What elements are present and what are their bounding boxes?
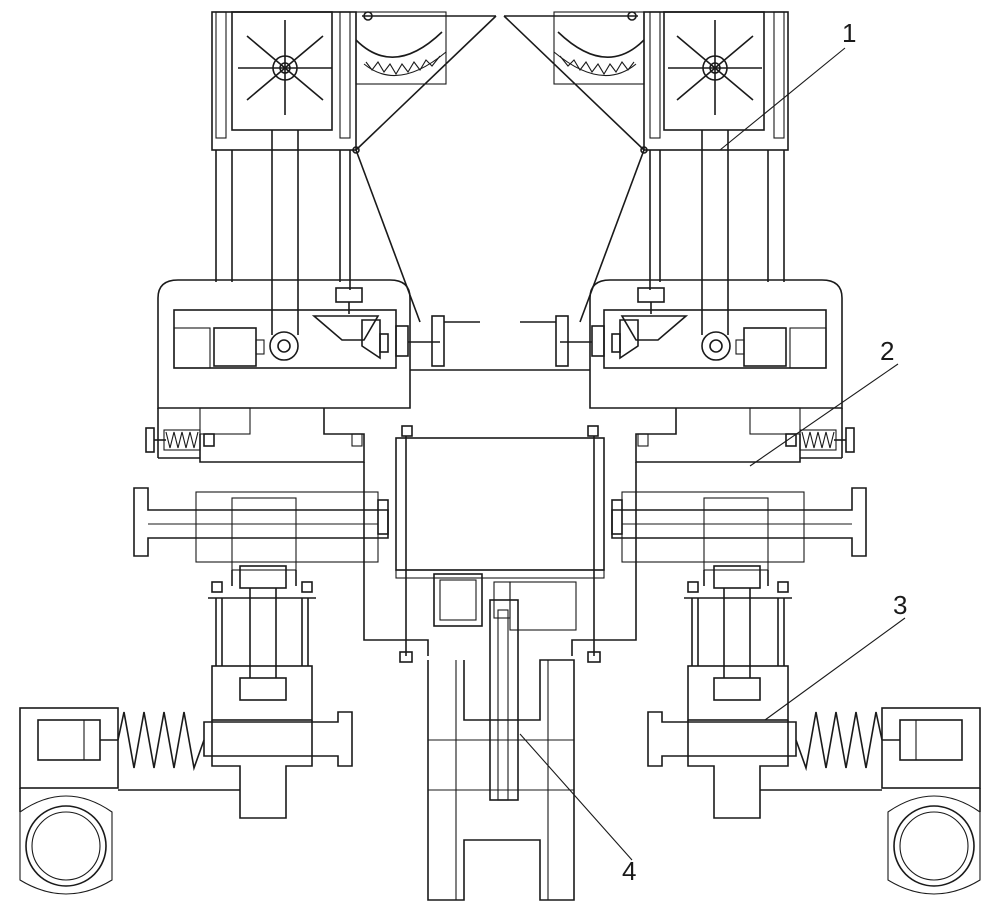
left-gearbox-housing bbox=[157, 279, 411, 409]
right-coupling bbox=[591, 325, 605, 357]
left-wheel bbox=[25, 805, 107, 887]
callouts: 1 2 3 4 bbox=[519, 18, 907, 886]
right-foot-assembly bbox=[647, 707, 981, 895]
callout-3-leader bbox=[764, 617, 906, 721]
right-clamp-spring bbox=[799, 429, 837, 451]
callout-1-leader bbox=[719, 47, 846, 151]
right-foot-spring bbox=[795, 711, 883, 772]
left-slide-rail bbox=[133, 487, 389, 586]
center-frame bbox=[363, 425, 637, 663]
center-leg bbox=[427, 599, 575, 901]
left-coupling bbox=[395, 325, 409, 357]
left-clamp-block bbox=[145, 407, 365, 463]
right-gearbox-housing bbox=[589, 279, 843, 409]
right-top-window bbox=[663, 11, 765, 131]
left-gearbox bbox=[157, 279, 590, 409]
left-bevel-gear bbox=[311, 315, 380, 341]
right-lower-cylinder bbox=[684, 565, 792, 721]
right-wheel bbox=[893, 805, 975, 887]
left-clutch-disc bbox=[431, 315, 445, 367]
left-foot-base bbox=[19, 707, 119, 789]
right-clutch-disc bbox=[555, 315, 569, 367]
left-foot-assembly bbox=[19, 707, 353, 895]
right-fan-wheel bbox=[668, 20, 762, 115]
left-arc-spring-outer bbox=[355, 31, 443, 58]
center-box bbox=[395, 437, 605, 571]
left-clamp-spring bbox=[163, 429, 201, 451]
callout-4-leader bbox=[519, 733, 633, 861]
right-arc-spring-outer bbox=[557, 31, 645, 58]
left-lower-cylinder bbox=[208, 565, 316, 721]
left-upper-assembly bbox=[211, 11, 497, 335]
left-top-window bbox=[231, 11, 333, 131]
right-bevel-gear bbox=[620, 315, 689, 341]
right-motor-block bbox=[743, 327, 787, 367]
right-pulley bbox=[701, 331, 731, 361]
right-upper-assembly bbox=[503, 11, 789, 335]
right-clamp-block bbox=[635, 407, 855, 463]
left-foot-spring bbox=[117, 711, 205, 772]
left-motor-block bbox=[213, 327, 257, 367]
left-fan-wheel bbox=[238, 20, 332, 115]
callout-1-label: 1 bbox=[842, 18, 856, 48]
left-pulley bbox=[269, 331, 299, 361]
callout-2-label: 2 bbox=[880, 336, 894, 366]
callout-3-label: 3 bbox=[893, 590, 907, 620]
right-foot-base bbox=[881, 707, 981, 789]
callout-2-leader bbox=[749, 363, 899, 467]
right-gearbox bbox=[520, 279, 843, 409]
right-slide-rail bbox=[611, 487, 867, 586]
callout-4-label: 4 bbox=[622, 856, 636, 886]
center-motor bbox=[433, 573, 483, 627]
